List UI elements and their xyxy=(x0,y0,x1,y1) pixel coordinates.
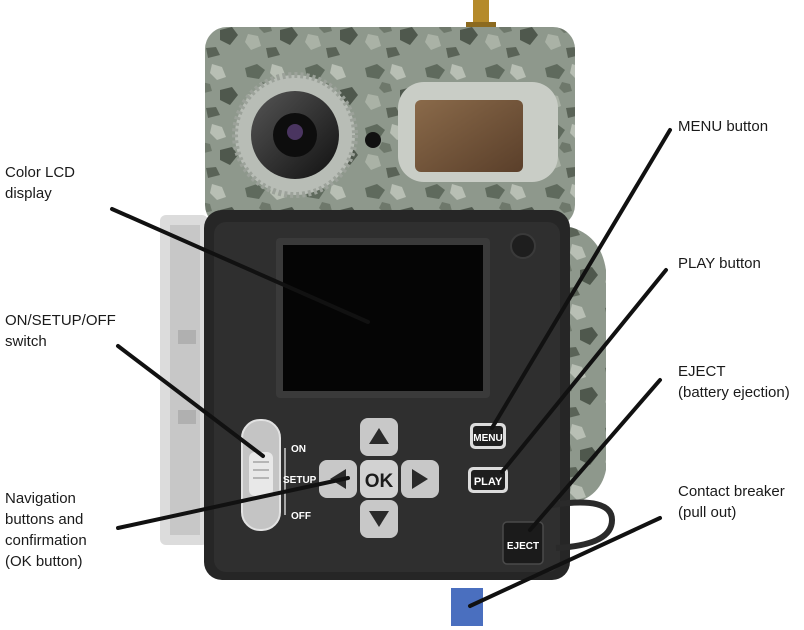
contact-breaker-tab[interactable] xyxy=(451,588,483,626)
callout-navigation-buttons: Navigation buttons and confirmation (OK … xyxy=(5,490,87,570)
line-contact xyxy=(468,516,662,608)
camera-lens xyxy=(232,72,381,198)
ok-button-label: OK xyxy=(365,471,394,492)
arrow-right-icon xyxy=(412,469,428,489)
ok-button[interactable] xyxy=(360,460,398,498)
line-lcd xyxy=(110,207,370,324)
menu-button[interactable]: MENU xyxy=(470,423,506,449)
callout-power-switch: ON/SETUP/OFF switch xyxy=(5,312,116,350)
switch-on-label: ON xyxy=(291,444,306,455)
menu-button-label: MENU xyxy=(473,433,502,444)
line-menu xyxy=(490,128,672,430)
lanyard-loop xyxy=(551,499,616,551)
callout-lcd-display: Color LCD display xyxy=(5,164,76,202)
callout-contact-breaker: Contact breaker (pull out) xyxy=(678,483,785,521)
switch-off-label: OFF xyxy=(291,511,311,522)
switch-setup-label: SETUP xyxy=(283,475,317,486)
antenna xyxy=(466,0,496,30)
lcd-display xyxy=(276,238,490,398)
callout-eject: EJECT (battery ejection) xyxy=(678,363,790,401)
sensor-window xyxy=(398,82,558,182)
line-navigation xyxy=(116,476,350,530)
callout-menu-button: MENU button xyxy=(678,118,769,135)
line-play xyxy=(500,268,668,474)
eject-button-label: EJECT xyxy=(507,541,539,552)
line-switch xyxy=(116,344,265,458)
callout-lines xyxy=(110,128,672,608)
callout-play-button: PLAY button xyxy=(678,255,761,272)
play-button[interactable]: PLAY xyxy=(468,467,508,493)
play-button-label: PLAY xyxy=(474,476,503,488)
arrow-up-icon xyxy=(369,428,389,444)
mounting-strap xyxy=(160,215,208,545)
eject-button[interactable]: EJECT xyxy=(502,521,544,565)
arrow-down-icon xyxy=(369,511,389,527)
line-eject xyxy=(528,378,662,532)
